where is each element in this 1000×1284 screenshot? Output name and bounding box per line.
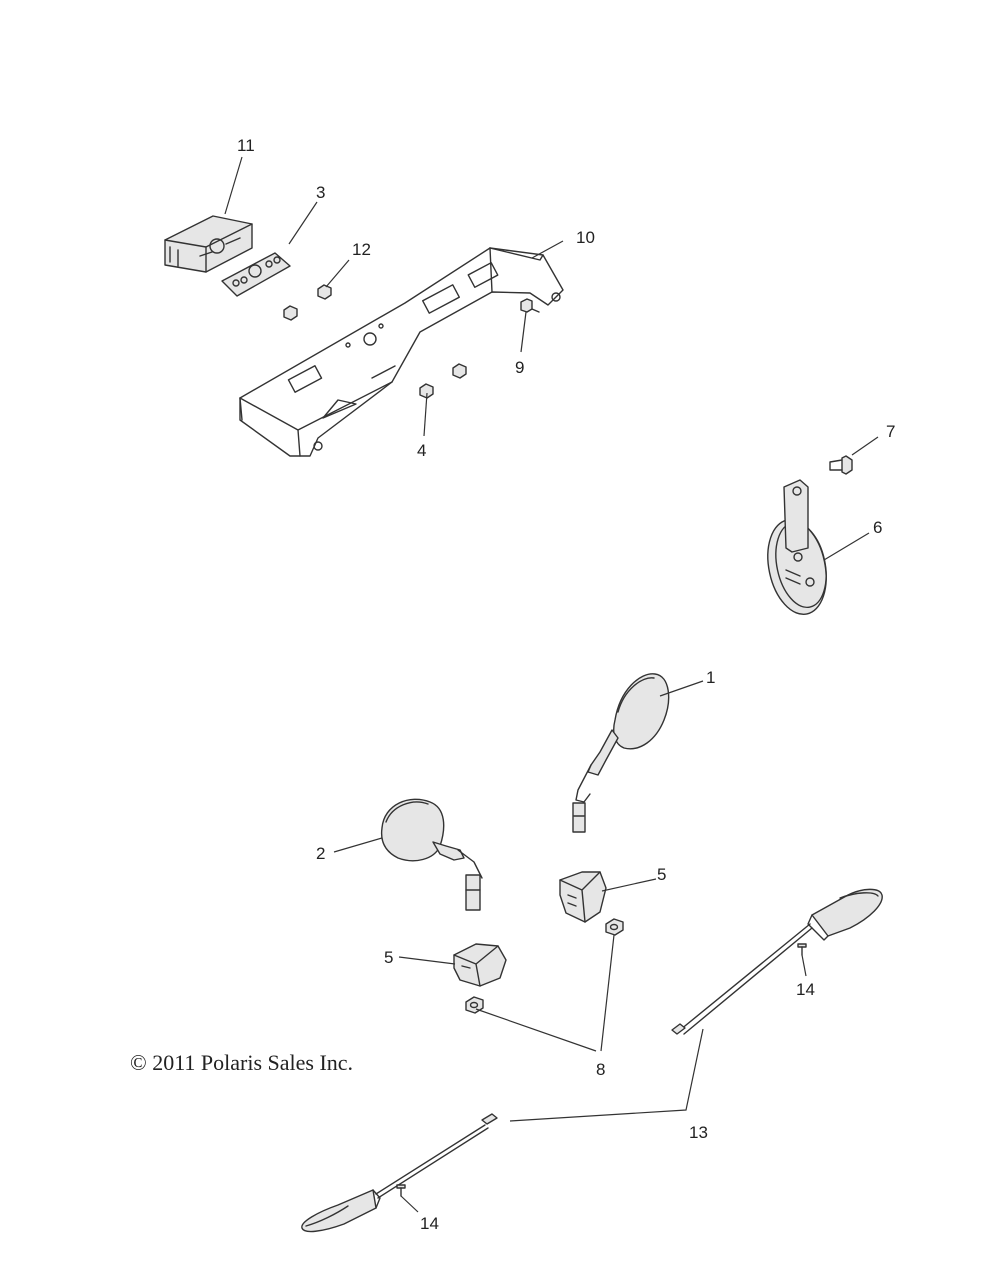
callout-1: 1 (706, 668, 715, 687)
callout-3: 3 (316, 183, 325, 202)
mirror-left-icon (380, 798, 483, 911)
callout-10: 10 (576, 228, 595, 247)
turn-signal-icon (301, 888, 883, 1233)
callout-2: 2 (316, 844, 325, 863)
nut-icon (465, 918, 624, 1014)
nut-icon (283, 284, 467, 399)
horn-icon (767, 479, 827, 616)
bracket-icon (239, 247, 564, 457)
leader-lines (224, 156, 879, 1213)
callout-11: 11 (237, 136, 255, 155)
mirror-clamp-icon (453, 871, 607, 987)
callout-4: 4 (417, 441, 426, 460)
callout-12: 12 (352, 240, 371, 259)
screw-icon (396, 943, 807, 1197)
screw-icon (829, 455, 853, 475)
callout-8: 8 (596, 1060, 605, 1079)
license-light-icon (164, 215, 253, 273)
callout-5b: 5 (384, 948, 393, 967)
callout-14a: 14 (796, 980, 815, 999)
callout-6: 6 (873, 518, 882, 537)
callout-7: 7 (886, 422, 895, 441)
callout-13: 13 (689, 1123, 708, 1142)
callout-5a: 5 (657, 865, 666, 884)
callout-9: 9 (515, 358, 524, 377)
screw-icon (520, 298, 540, 313)
mirror-right-icon (572, 673, 670, 833)
light-gasket-icon (221, 252, 291, 297)
callout-14b: 14 (420, 1214, 439, 1233)
copyright-notice: © 2011 Polaris Sales Inc. (130, 1050, 354, 1075)
